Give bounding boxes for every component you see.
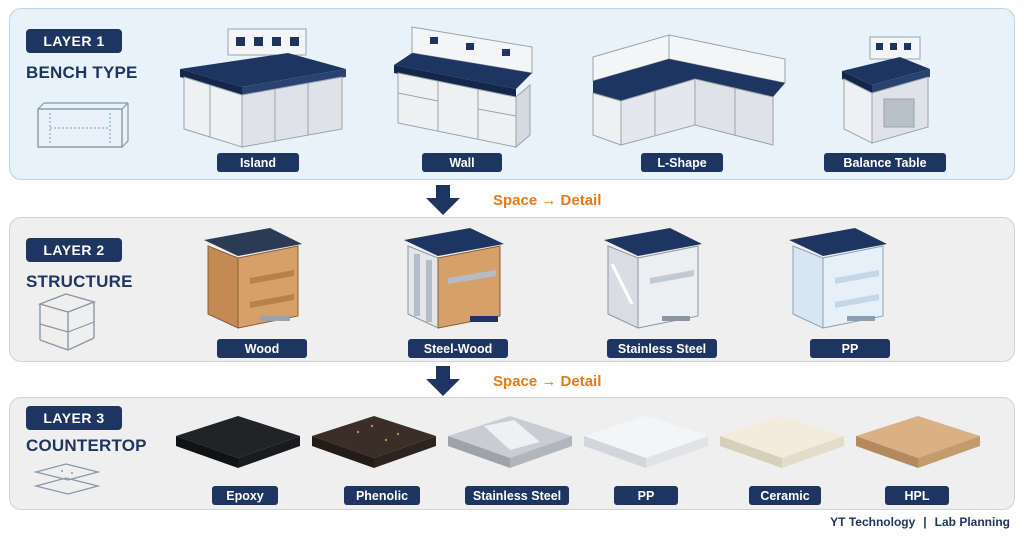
structure-label-wood: Wood <box>217 339 307 358</box>
layer-2-badge: LAYER 2 <box>26 238 122 262</box>
structure-label-stainless-steel: Stainless Steel <box>607 339 717 358</box>
stainless-cabinet-icon <box>604 228 702 329</box>
layer-2-title: STRUCTURE <box>26 272 133 291</box>
pp-cabinet-icon <box>789 228 887 329</box>
layer-1-panel: LAYER 1 BENCH TYPE Island <box>9 8 1015 180</box>
frame-outline-icon <box>37 293 97 351</box>
layer-1-badge: LAYER 1 <box>26 29 122 53</box>
countertop-label-pp: PP <box>614 486 678 505</box>
stainless-slab-icon <box>448 416 572 468</box>
countertop-label-epoxy: Epoxy <box>212 486 278 505</box>
transition-label-2: Space → Detail <box>493 373 602 390</box>
ceramic-slab-icon <box>720 416 844 468</box>
bench-label-balance-table: Balance Table <box>824 153 946 172</box>
footer-section: Lab Planning <box>934 515 1010 529</box>
wall-bench-icon <box>394 26 533 149</box>
pp-slab-icon <box>584 416 708 468</box>
countertop-label-phenolic: Phenolic <box>344 486 420 505</box>
structure-label-pp: PP <box>810 339 890 358</box>
layer-3-title: COUNTERTOP <box>26 436 147 455</box>
down-arrow-icon <box>426 366 460 396</box>
layer-1-title: BENCH TYPE <box>26 63 138 82</box>
steel-wood-cabinet-icon <box>404 228 504 329</box>
balance-table-icon <box>842 36 930 144</box>
layer-2-panel: LAYER 2 STRUCTURE Wood Ste <box>9 217 1015 362</box>
layer-3-badge: LAYER 3 <box>26 406 122 430</box>
countertop-label-hpl: HPL <box>885 486 949 505</box>
epoxy-slab-icon <box>176 416 300 468</box>
phenolic-slab-icon <box>312 416 436 468</box>
bench-label-l-shape: L-Shape <box>641 153 723 172</box>
footer-credit: YT Technology | Lab Planning <box>830 515 1010 529</box>
transition-label-1: Space → Detail <box>493 192 602 209</box>
bench-label-island: Island <box>217 153 299 172</box>
countertop-label-ceramic: Ceramic <box>749 486 821 505</box>
wood-cabinet-icon <box>204 228 302 329</box>
layer-3-panel: LAYER 3 COUNTERTOP Epoxy Phenolic <box>9 397 1015 510</box>
footer-company: YT Technology <box>830 515 916 529</box>
footer-separator: | <box>923 515 927 529</box>
l-shape-bench-icon <box>592 34 786 146</box>
island-bench-icon <box>180 28 346 148</box>
slab-outline-icon <box>33 463 101 495</box>
bench-outline-icon <box>37 102 129 148</box>
structure-label-steel-wood: Steel-Wood <box>408 339 508 358</box>
down-arrow-icon <box>426 185 460 215</box>
hpl-slab-icon <box>856 416 980 468</box>
countertop-label-stainless-steel: Stainless Steel <box>465 486 569 505</box>
bench-label-wall: Wall <box>422 153 502 172</box>
